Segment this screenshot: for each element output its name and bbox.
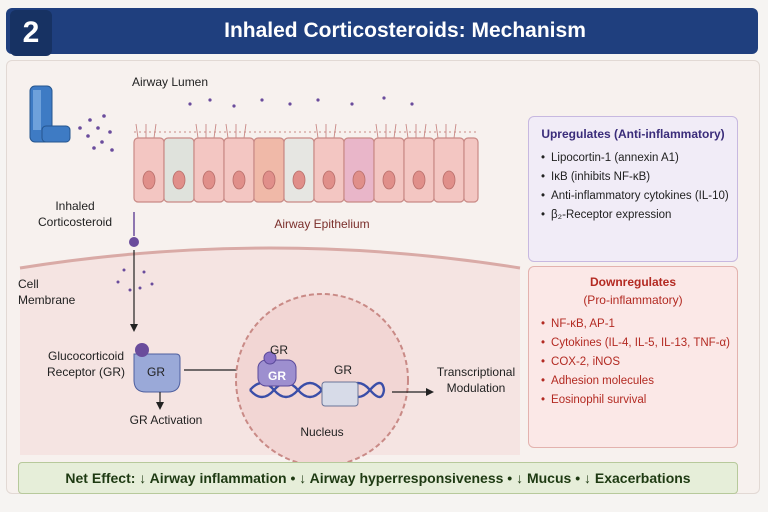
upregulates-item: Anti-inflammatory cytokines (IL-10)	[541, 187, 737, 206]
downregulates-item: Eosinophil survival	[541, 391, 737, 410]
downregulates-item: NF-κB, AP-1	[541, 315, 737, 334]
nucleus-label: Nucleus	[300, 425, 344, 439]
cell-label-line2: Membrane	[18, 293, 76, 307]
slide-number-badge: 2	[10, 10, 52, 56]
cell-label-line1: Cell	[18, 277, 39, 291]
gene-box-icon	[321, 381, 359, 407]
header-bar	[6, 8, 758, 54]
nucleus-gr-top-label: GR	[270, 343, 288, 357]
glucocorticoid-receptor-label: Glucocorticoid Receptor (GR)	[36, 348, 136, 380]
nucleus-shape	[235, 293, 409, 467]
airway-epithelium-label: Airway Epithelium	[274, 217, 370, 231]
upregulates-item: β₂-Receptor expression	[541, 206, 737, 225]
inhaled-corticosteroid-label: Inhaled Corticosteroid	[20, 198, 130, 230]
slide-title: Inhaled Corticosteroids: Mechanism	[224, 19, 586, 42]
downregulates-list: NF-κB, AP-1 Cytokines (IL-4, IL-5, IL-13…	[529, 315, 737, 410]
corticosteroid-molecule-icon	[129, 237, 139, 247]
epithelium-cells	[133, 123, 479, 203]
net-effect-banner: Net Effect: ↓ Airway inflammation • ↓ Ai…	[18, 462, 738, 494]
entry-arrow-head	[130, 324, 138, 332]
inhaled-label-line2: Corticosteroid	[37, 215, 113, 229]
downregulates-item: Adhesion molecules	[541, 372, 737, 391]
downregulates-panel: Downregulates (Pro-inflammatory) NF-κB, …	[528, 266, 738, 448]
transcription-label-line2: Modulation	[446, 381, 506, 395]
nucleus-gr-label: GR	[334, 363, 352, 377]
upregulates-item: IκB (inhibits NF-κB)	[541, 168, 737, 187]
downregulates-title-line2: (Pro-inflammatory)	[583, 293, 683, 307]
receptor-gr-label: GR	[147, 365, 165, 379]
airway-lumen-label: Airway Lumen	[132, 75, 209, 89]
transcription-arrow-head	[426, 388, 434, 396]
transcriptional-modulation-label: Transcriptional Modulation	[428, 364, 524, 396]
transcription-label-line1: Transcriptional	[436, 365, 516, 379]
upregulates-panel: Upregulates (Anti-inflammatory) Lipocort…	[528, 116, 738, 262]
receptor-icon	[133, 343, 181, 393]
upregulates-list: Lipocortin-1 (annexin A1) IκB (inhibits …	[529, 149, 737, 225]
cell-membrane-line	[19, 246, 521, 270]
inhaled-label-line1: Inhaled	[55, 199, 95, 213]
downregulates-item: Cytokines (IL-4, IL-5, IL-13, TNF-α)	[541, 334, 737, 353]
downregulates-title-line1: Downregulates	[589, 275, 676, 289]
nucleus-gr-complex-label: GR	[268, 369, 286, 383]
lumen-particles-icon	[188, 96, 414, 108]
cell-membrane-label: Cell Membrane	[18, 276, 75, 308]
gr-label-line1: Glucocorticoid	[47, 349, 125, 363]
downregulates-item: COX-2, iNOS	[541, 353, 737, 372]
nuclear-gr-icon	[257, 351, 297, 387]
gr-label-line2: Receptor (GR)	[46, 365, 126, 379]
upregulates-title: Upregulates (Anti-inflammatory)	[541, 127, 725, 141]
gr-activation-label: GR Activation	[129, 413, 203, 427]
spray-dots-icon	[78, 114, 114, 152]
downregulates-title: Downregulates (Pro-inflammatory)	[529, 273, 737, 309]
upregulates-item: Lipocortin-1 (annexin A1)	[541, 149, 737, 168]
diffusion-dots-icon	[116, 268, 154, 292]
inhaler-icon	[29, 85, 71, 143]
activation-arrow-head	[156, 402, 164, 410]
